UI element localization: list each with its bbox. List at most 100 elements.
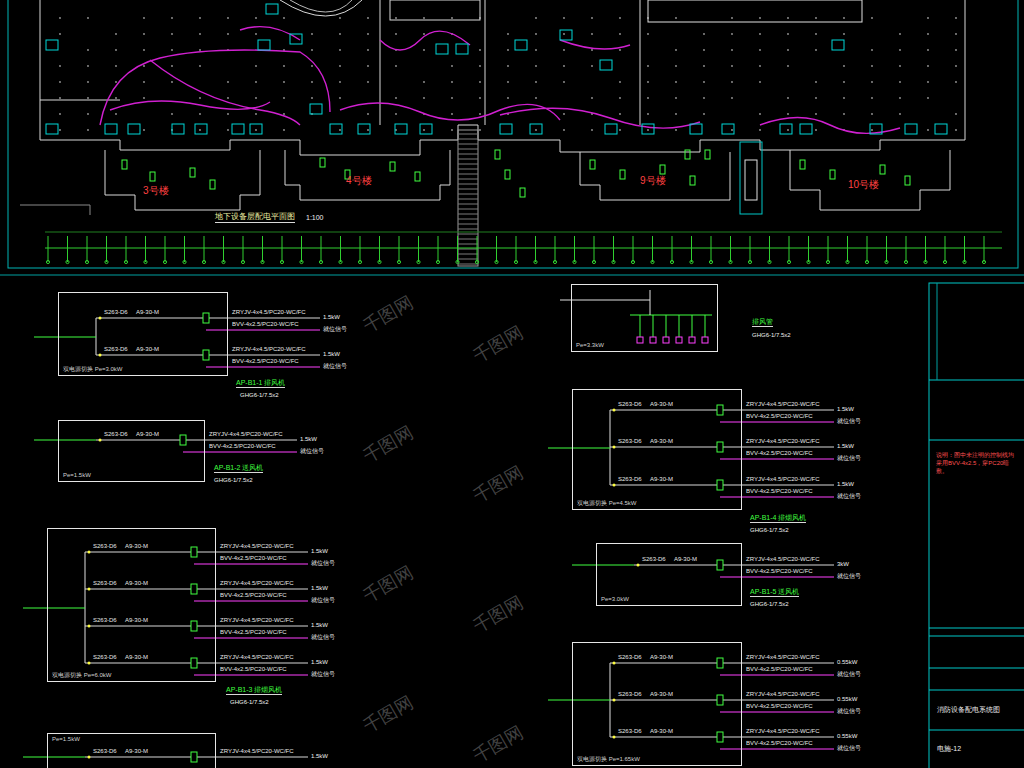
drawing-text: 1.5kW (311, 548, 328, 554)
axis-bubble (826, 260, 829, 263)
axis-bubble (456, 260, 459, 263)
box-caption: Pe=1.5kW (52, 736, 80, 743)
grid-dot (591, 129, 593, 131)
grid-dot (759, 81, 761, 83)
grid-dot (787, 33, 789, 35)
drawing-text: 就位信号 (837, 418, 861, 424)
drawing-text: S263-D6 (618, 401, 642, 407)
grid-dot (871, 81, 873, 83)
drawing-text: S263-D6 (104, 431, 128, 437)
grid-dot (143, 81, 145, 83)
grid-dot (87, 17, 89, 19)
grid-dot (451, 113, 453, 115)
contactor-symbol (203, 313, 209, 323)
grid-dot (899, 33, 901, 35)
axis-bubble (573, 260, 576, 263)
drawing-text: A9-30-M (136, 346, 159, 352)
drawing-text: GHG6-1/7.5x2 (214, 477, 253, 483)
axis-bubble (534, 260, 537, 263)
drawing-text: 1.5kW (311, 585, 328, 591)
ramp-step (458, 134, 478, 135)
axis-tick (126, 236, 127, 262)
grid-dot (955, 33, 957, 35)
axis-tick (847, 236, 848, 262)
axis-bubble (202, 260, 205, 263)
watermark: 千图网 (360, 293, 416, 336)
drawing-text: AP-B1-2 送风机 (214, 464, 263, 473)
equipment-symbol (722, 124, 734, 134)
breaker-symbol (613, 409, 616, 412)
grid-dot (675, 49, 677, 51)
drawing-text: 1.5kW (311, 753, 328, 759)
drawing-text: BVV-4x2.5/PC20-WC/FC (746, 413, 813, 419)
breaker-symbol (88, 551, 91, 554)
grid-dot (255, 97, 257, 99)
device-symbol (590, 160, 595, 169)
axis-bubble (963, 260, 966, 263)
axis-bubble (105, 260, 108, 263)
feeder (34, 440, 96, 441)
equipment-symbol (172, 124, 184, 134)
grid-dot (619, 129, 621, 131)
grid-dot (283, 17, 285, 19)
equipment-symbol (905, 124, 917, 134)
cable-route (760, 118, 900, 134)
axis-bubble (241, 260, 244, 263)
drawing-text: GHG6-1/7.5x2 (752, 332, 791, 338)
cable-route (100, 50, 330, 125)
curved-wall (280, 0, 362, 16)
grid-dot (563, 129, 565, 131)
drawing-text: 就位信号 (837, 708, 861, 714)
axis-bubble (144, 260, 147, 263)
grid-dot (759, 17, 761, 19)
equipment-symbol (530, 124, 542, 134)
contactor-symbol (191, 658, 197, 668)
grid-dot (535, 129, 537, 131)
ramp-step (458, 209, 478, 210)
ramp-step (458, 214, 478, 215)
axis-bubble (261, 260, 264, 263)
axis-bubble (631, 260, 634, 263)
grid-dot (367, 33, 369, 35)
grid-dot (199, 17, 201, 19)
title-block-rule (929, 636, 1024, 637)
plan-block (648, 0, 862, 22)
grid-dot (563, 65, 565, 67)
drawing-text: BVV-4x2.5/PC20-WC/FC (220, 592, 287, 598)
axis-bubble (592, 260, 595, 263)
axis-tick (886, 236, 887, 262)
grid-dot (479, 65, 481, 67)
ramp (458, 130, 478, 266)
grid-dot (59, 129, 61, 131)
device-symbol (880, 165, 885, 174)
grid-dot (115, 49, 117, 51)
grid-dot (255, 81, 257, 83)
distribution-box: 双电源切换 Pe=4.5kW (572, 389, 742, 510)
drawing-text: ZRYJV-4x4.5/PC20-WC/FC (232, 309, 306, 315)
breaker-symbol (99, 317, 102, 320)
drawing-text: 9号楼 (640, 176, 666, 186)
grid-dot (815, 17, 817, 19)
drawing-text: GHG6-1/7.5x2 (240, 392, 279, 398)
drawing-text: 就位信号 (311, 671, 335, 677)
drawing-text: ZRYJV-4x4.5/PC20-WC/FC (746, 691, 820, 697)
grid-dot (871, 17, 873, 19)
ramp-step (458, 229, 478, 230)
grid-dot (115, 113, 117, 115)
device-symbol (190, 168, 195, 177)
ramp-step (458, 219, 478, 220)
grid-dot (367, 81, 369, 83)
grid-dot (899, 65, 901, 67)
signal-wire (720, 459, 834, 460)
device-symbol (320, 158, 325, 167)
grid-dot (619, 81, 621, 83)
grid-dot (87, 49, 89, 51)
axis-tick (106, 236, 107, 262)
grid-dot (591, 33, 593, 35)
grid-dot (115, 33, 117, 35)
ramp-step (458, 234, 478, 235)
device-symbol (830, 170, 835, 179)
axis-bubble (787, 260, 790, 263)
wall-outline (40, 0, 965, 155)
grid-dot (451, 81, 453, 83)
